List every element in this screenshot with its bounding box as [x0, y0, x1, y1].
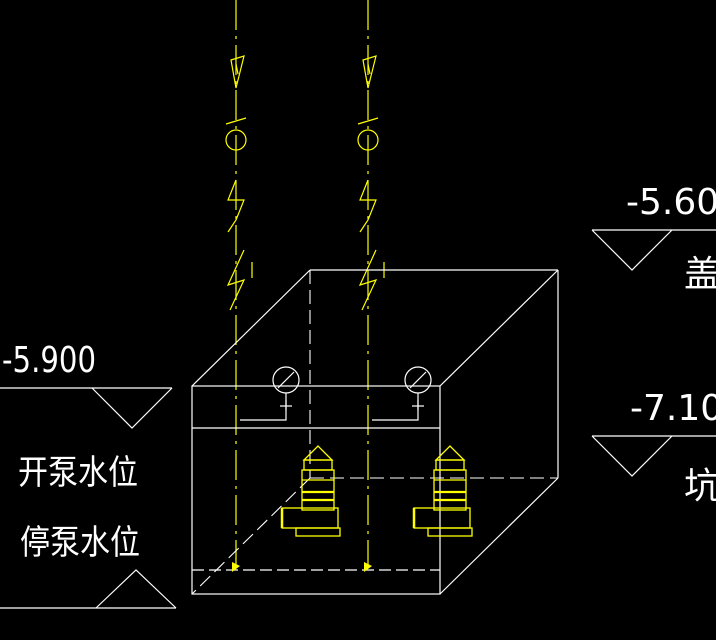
pump-right [412, 445, 473, 537]
pit-hidden-edges [191, 270, 558, 595]
ball-valve-icon [225, 117, 379, 151]
check-valve-icon [230, 55, 377, 89]
gate-valve-icon [280, 400, 424, 410]
pump-pit-box [191, 269, 559, 595]
pit-front-face [191, 385, 441, 595]
stop-pump-level-label: 停泵水位 [20, 523, 140, 563]
elevation-right-mid: -7.100 [630, 388, 716, 429]
pipe-break-marks [226, 179, 385, 311]
pipe-foot-markers [232, 562, 372, 572]
left-level-markers [0, 387, 177, 609]
cover-label: 盖 [684, 254, 716, 295]
pump-left [280, 445, 341, 537]
elevation-left-top: -5.900 [2, 340, 96, 381]
start-pump-level-label: 开泵水位 [18, 453, 138, 493]
right-level-markers [591, 229, 716, 477]
elevation-right-top: -5.600 [626, 182, 716, 223]
pit-label: 坑 [684, 466, 716, 507]
submersible-pump-icon [280, 445, 473, 537]
pressure-gauge-icon [240, 366, 432, 421]
discharge-pipes [235, 0, 369, 568]
